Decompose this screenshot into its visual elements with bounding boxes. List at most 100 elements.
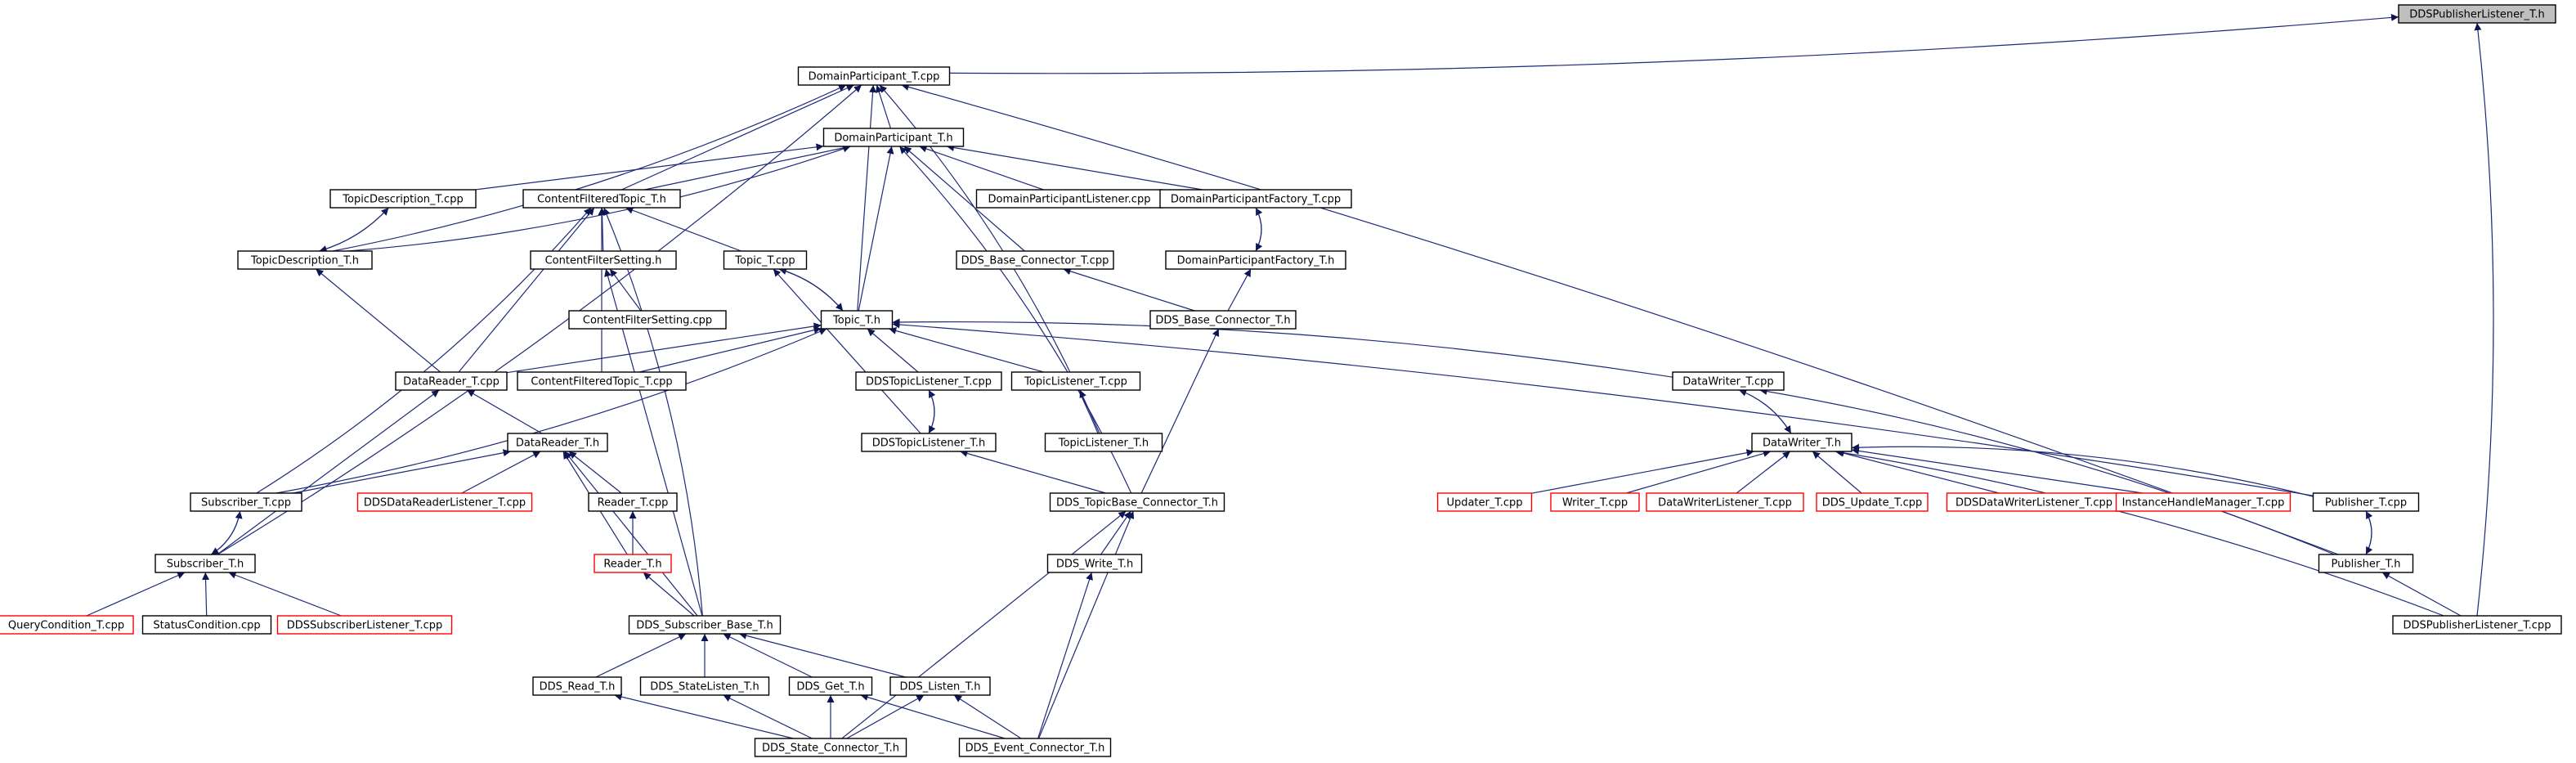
node-label: DDS_Base_Connector_T.cpp [961, 255, 1109, 267]
node-data-writer-h[interactable]: DataWriter_T.h [1751, 433, 1852, 452]
node-dds-base-connector-cpp[interactable]: DDS_Base_Connector_T.cpp [956, 250, 1114, 270]
edge-dds-event-connector-h-to-dds-write-h [1037, 572, 1093, 739]
node-box [1149, 310, 1297, 330]
node-label: ContentFilteredTopic_T.cpp [531, 376, 672, 388]
node-subscriber-h[interactable]: Subscriber_T.h [155, 554, 256, 573]
node-box [1159, 189, 1352, 209]
node-dds-topic-listener-h[interactable]: DDSTopicListener_T.h [861, 433, 997, 452]
edge-dds-event-connector-h-to-dds-listen-h [953, 694, 1022, 739]
node-dds-topic-base-connector-h[interactable]: DDS_TopicBase_Connector_T.h [1049, 492, 1225, 512]
node-content-filtered-topic-h[interactable]: ContentFilteredTopic_T.h [522, 189, 681, 209]
node-label: ContentFilterSetting.cpp [583, 315, 712, 327]
node-box [723, 250, 808, 270]
node-label: Updater_T.cpp [1446, 497, 1522, 509]
node-writer-cpp[interactable]: Writer_T.cpp [1550, 492, 1640, 512]
edge-dds-read-h-to-dds-subscriber-base-h [595, 633, 687, 678]
node-topic-h[interactable]: Topic_T.h [820, 310, 894, 330]
node-domain-participant-h[interactable]: DomainParticipant_T.h [822, 128, 965, 147]
nodes-layer: DDSPublisherListener_T.hDomainParticipan… [0, 4, 2562, 757]
node-query-condition-cpp[interactable]: QueryCondition_T.cpp [0, 615, 134, 635]
node-dds-update-cpp[interactable]: DDS_Update_T.cpp [1816, 492, 1929, 512]
node-publisher-cpp[interactable]: Publisher_T.cpp [2312, 492, 2420, 512]
node-box [754, 738, 907, 757]
node-box [2392, 615, 2562, 635]
edge-subscriber-cpp-to-topic-h [276, 328, 827, 494]
node-topic-cpp[interactable]: Topic_T.cpp [723, 250, 808, 270]
node-status-condition-cpp[interactable]: StatusCondition.cpp [141, 615, 272, 635]
node-domain-participant-factory-h[interactable]: DomainParticipantFactory_T.h [1165, 250, 1346, 270]
node-label: Topic_T.cpp [734, 255, 795, 267]
edge-topic-cpp-to-content-filtered-topic-h [625, 206, 741, 252]
node-dds-event-connector-h[interactable]: DDS_Event_Connector_T.h [958, 738, 1112, 757]
node-reader-h[interactable]: Reader_T.h [594, 554, 672, 573]
edge-dds-topic-listener-cpp-to-dds-topic-listener-h [928, 389, 936, 434]
node-topic-listener-cpp[interactable]: TopicListener_T.cpp [1010, 371, 1141, 391]
edge-topic-h-to-domain-participant-cpp [857, 84, 877, 312]
node-instance-handle-manager-cpp[interactable]: InstanceHandleManager_T.cpp [2115, 492, 2292, 512]
node-subscriber-cpp[interactable]: Subscriber_T.cpp [190, 492, 302, 512]
node-reader-cpp[interactable]: Reader_T.cpp [588, 492, 678, 512]
node-box [1550, 492, 1640, 512]
node-dds-subscriber-base-h[interactable]: DDS_Subscriber_Base_T.h [628, 615, 782, 635]
node-box [1751, 433, 1852, 452]
edge-dds-publisher-listener-cpp-to-dds-publisher-listener-h [2474, 22, 2494, 617]
node-label: DDS_Update_T.cpp [1822, 497, 1923, 509]
node-box [797, 66, 951, 86]
node-label: DomainParticipant_T.cpp [809, 71, 940, 83]
node-content-filter-setting-h[interactable]: ContentFilterSetting.h [530, 250, 677, 270]
node-box [788, 676, 873, 696]
node-topic-listener-h[interactable]: TopicListener_T.h [1044, 433, 1163, 452]
edge-dds-state-connector-h-to-dds-state-listen-h [723, 694, 813, 739]
node-domain-participant-cpp[interactable]: DomainParticipant_T.cpp [797, 66, 951, 86]
node-domain-participant-factory-cpp[interactable]: DomainParticipantFactory_T.cpp [1159, 189, 1352, 209]
node-dds-publisher-listener-cpp[interactable]: DDSPublisherListener_T.cpp [2392, 615, 2562, 635]
node-dds-data-reader-listener-cpp[interactable]: DDSDataReaderListener_T.cpp [356, 492, 533, 512]
edge-dds-state-connector-h-to-dds-listen-h [846, 694, 925, 739]
node-dds-get-h[interactable]: DDS_Get_T.h [788, 676, 873, 696]
node-data-writer-cpp[interactable]: DataWriter_T.cpp [1672, 371, 1785, 391]
node-dds-subscriber-listener-cpp[interactable]: DDSSubscriberListener_T.cpp [276, 615, 453, 635]
node-label: Subscriber_T.cpp [201, 497, 291, 509]
edge-updater-cpp-to-data-writer-h [1531, 449, 1754, 494]
node-content-filter-setting-cpp[interactable]: ContentFilterSetting.cpp [568, 310, 727, 330]
edge-content-filter-setting-cpp-to-content-filter-setting-h [609, 268, 642, 312]
node-box [1165, 250, 1346, 270]
node-label: DomainParticipantFactory_T.cpp [1171, 194, 1341, 206]
node-dds-write-h[interactable]: DDS_Write_T.h [1046, 554, 1143, 573]
node-dds-base-connector-h[interactable]: DDS_Base_Connector_T.h [1149, 310, 1297, 330]
edge-status-condition-cpp-to-subscriber-h [202, 572, 210, 617]
edge-topic-h-to-topic-cpp [778, 267, 844, 312]
node-label: DataWriter_T.h [1763, 438, 1841, 450]
node-updater-cpp[interactable]: Updater_T.cpp [1436, 492, 1533, 512]
node-box [889, 676, 991, 696]
node-label: TopicListener_T.cpp [1024, 376, 1127, 388]
node-data-writer-listener-cpp[interactable]: DataWriterListener_T.cpp [1646, 492, 1804, 512]
node-label: DDSSubscriberListener_T.cpp [287, 620, 442, 632]
node-dds-topic-listener-cpp[interactable]: DDSTopicListener_T.cpp [855, 371, 1002, 391]
node-data-reader-h[interactable]: DataReader_T.h [507, 433, 608, 452]
node-label: Reader_T.cpp [598, 497, 669, 509]
node-topic-description-h[interactable]: TopicDescription_T.h [237, 250, 373, 270]
node-box [1044, 433, 1163, 452]
edge-dds-subscriber-base-h-to-reader-h [643, 572, 695, 617]
node-dds-publisher-listener-h[interactable]: DDSPublisherListener_T.h [2398, 4, 2556, 24]
node-box [1672, 371, 1785, 391]
node-dds-state-connector-h[interactable]: DDS_State_Connector_T.h [754, 738, 907, 757]
node-publisher-h[interactable]: Publisher_T.h [2318, 554, 2414, 573]
node-box [356, 492, 533, 512]
edge-dds-topic-listener-cpp-to-topic-h [867, 328, 919, 373]
node-topic-description-cpp[interactable]: TopicDescription_T.cpp [329, 189, 477, 209]
node-content-filtered-topic-cpp[interactable]: ContentFilteredTopic_T.cpp [517, 371, 687, 391]
node-dds-listen-h[interactable]: DDS_Listen_T.h [889, 676, 991, 696]
edge-data-writer-cpp-to-data-writer-h [1738, 389, 1792, 434]
node-dds-read-h[interactable]: DDS_Read_T.h [532, 676, 622, 696]
edge-dds-base-connector-h-to-dds-base-connector-cpp [1063, 267, 1195, 312]
node-label: DDSDataWriterListener_T.cpp [1956, 497, 2112, 509]
node-data-reader-cpp[interactable]: DataReader_T.cpp [395, 371, 508, 391]
node-dds-data-writer-listener-cpp[interactable]: DDSDataWriterListener_T.cpp [1946, 492, 2122, 512]
node-domain-participant-listener-cpp[interactable]: DomainParticipantListener.cpp [975, 189, 1163, 209]
edge-domain-participant-h-to-domain-participant-cpp [875, 84, 892, 129]
node-dds-state-listen-h[interactable]: DDS_StateListen_T.h [639, 676, 770, 696]
node-label: DDSPublisherListener_T.cpp [2404, 620, 2551, 632]
node-box [237, 250, 373, 270]
